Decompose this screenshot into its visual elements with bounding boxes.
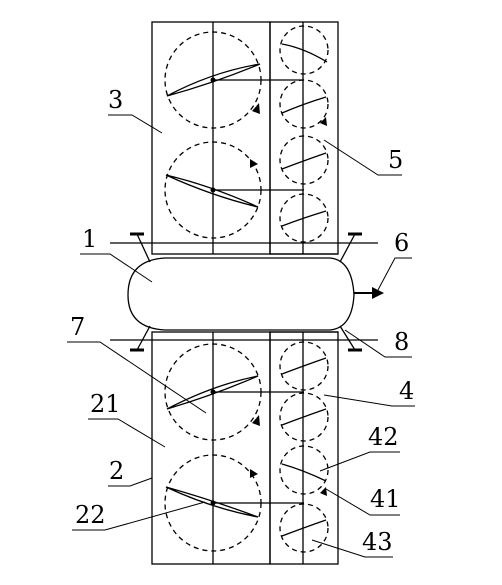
blade-small xyxy=(281,43,328,63)
rotor-circle-small xyxy=(279,445,329,495)
label-6: 6 xyxy=(394,229,409,257)
leader-5 xyxy=(323,139,402,176)
leader-2 xyxy=(108,477,153,487)
tail-arrow-icon xyxy=(372,287,384,299)
strut xyxy=(339,325,356,351)
blade-small xyxy=(281,408,327,426)
rotor-circle-small xyxy=(279,392,329,442)
label-8: 8 xyxy=(394,328,409,356)
leader-21 xyxy=(88,418,166,448)
rotor-circle-small xyxy=(279,341,329,391)
label-41: 41 xyxy=(370,485,401,513)
hub-dot xyxy=(210,389,216,395)
blade-small xyxy=(281,519,327,537)
leader-4 xyxy=(323,394,415,407)
leader-7 xyxy=(67,341,207,414)
central-body xyxy=(127,257,355,331)
leader-6 xyxy=(377,257,412,291)
label-2: 2 xyxy=(109,457,124,485)
label-4: 4 xyxy=(399,377,414,405)
rotation-arrow-icon xyxy=(250,159,258,168)
hub-dot xyxy=(210,187,216,193)
blade-small xyxy=(281,463,327,482)
strut xyxy=(339,233,356,263)
rotor-circle-small xyxy=(279,25,329,75)
blade-large xyxy=(166,375,259,410)
leader-3 xyxy=(108,114,163,134)
blade-large xyxy=(165,174,259,208)
label-22: 22 xyxy=(75,501,106,529)
label-42: 42 xyxy=(368,423,399,451)
upper-frame-3 xyxy=(151,21,271,255)
label-43: 43 xyxy=(362,528,393,556)
blade-large xyxy=(165,486,259,518)
leader-43 xyxy=(311,539,393,558)
hub-dot xyxy=(210,77,216,83)
rotation-arrow-icon xyxy=(320,487,327,496)
blade-small xyxy=(281,152,327,170)
rotation-arrow-icon xyxy=(252,103,260,114)
rotation-arrow-icon xyxy=(250,469,258,478)
strut xyxy=(136,325,151,351)
label-7: 7 xyxy=(70,313,85,341)
lower-frame-2 xyxy=(151,331,271,565)
rotation-arrow-icon xyxy=(252,415,260,426)
blade-large xyxy=(166,63,261,97)
label-21: 21 xyxy=(90,390,121,418)
leader-8 xyxy=(344,329,412,358)
leader-1 xyxy=(80,253,153,283)
blade-small xyxy=(281,357,327,375)
label-5: 5 xyxy=(388,146,403,174)
rotor-circle-small xyxy=(279,193,329,243)
strut xyxy=(136,233,151,263)
label-1: 1 xyxy=(82,225,97,253)
leader-41 xyxy=(325,488,400,516)
blade-small xyxy=(281,210,327,227)
rotation-arrow-icon xyxy=(320,117,327,126)
rotor-circle-small xyxy=(279,135,329,185)
rotor-circle-small xyxy=(279,503,329,553)
leader-22 xyxy=(72,501,206,531)
blade-small xyxy=(281,96,327,114)
leader-42 xyxy=(319,451,400,472)
hub-dot xyxy=(210,500,216,506)
label-3: 3 xyxy=(108,86,123,114)
